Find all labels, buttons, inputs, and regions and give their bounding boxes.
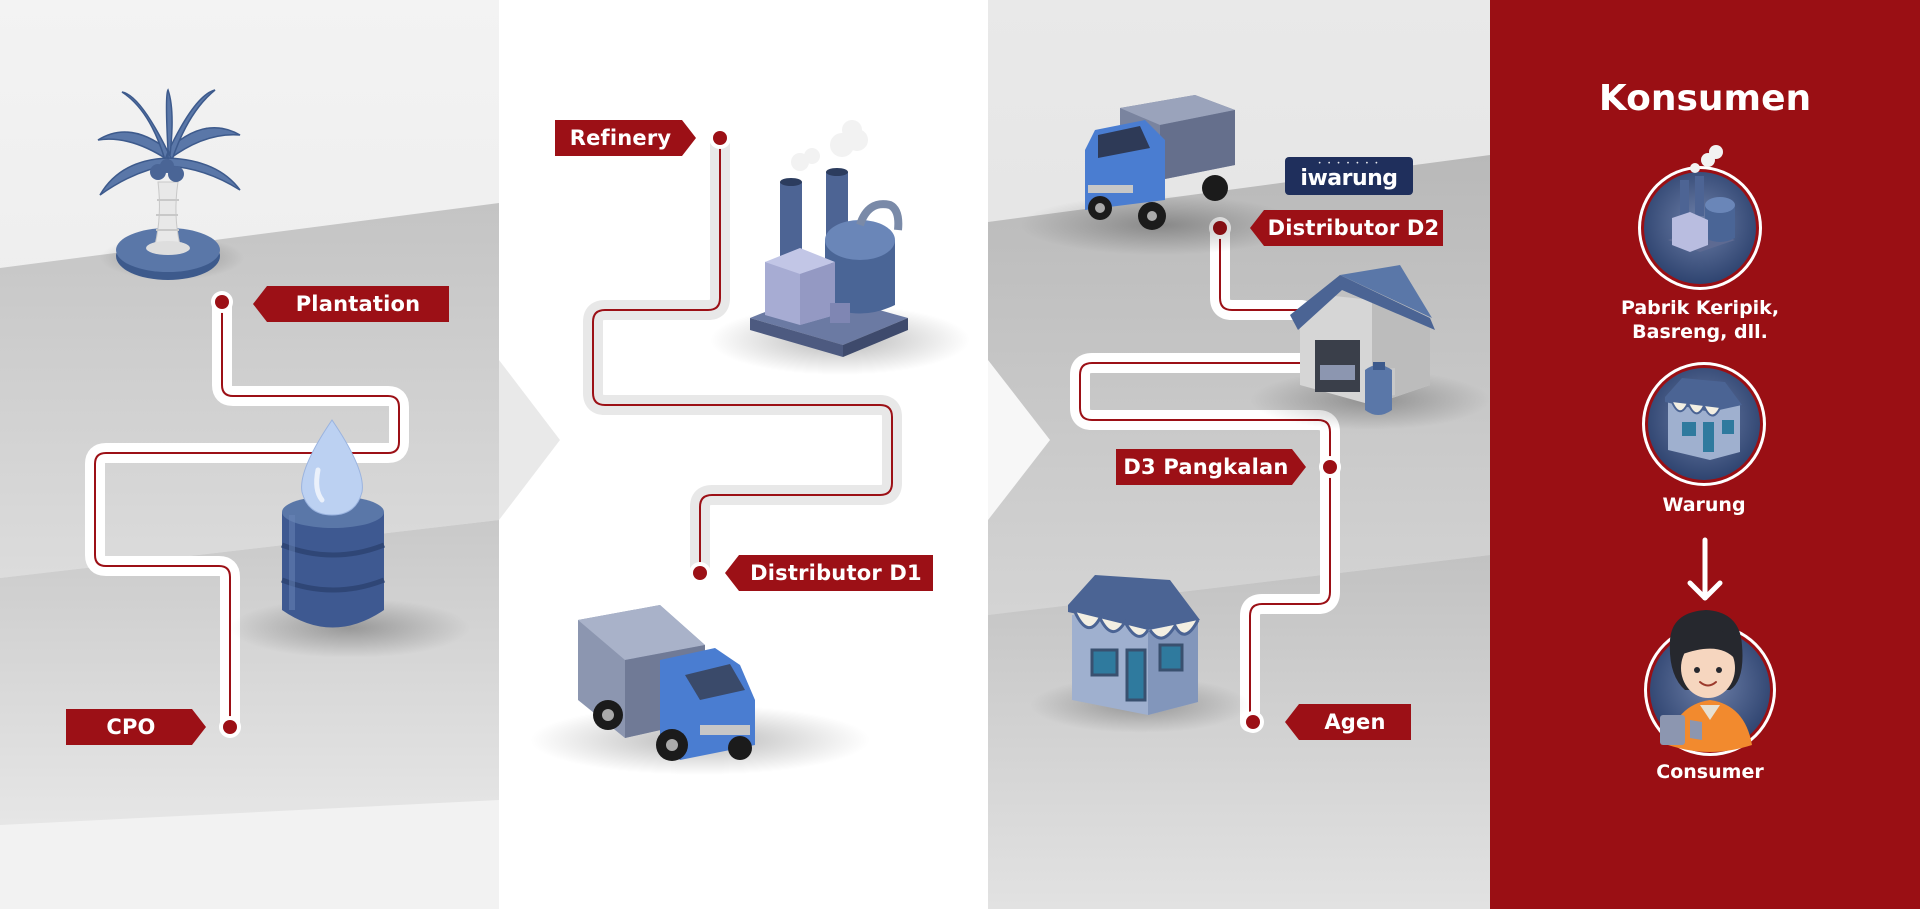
chevron-divider-2 — [988, 360, 1050, 520]
konsumen-label-consumer: Consumer — [1656, 761, 1764, 783]
stage-tag-d3-pangkalan: D3 Pangkalan — [1116, 449, 1306, 485]
konsumen-circle-factory — [1638, 145, 1762, 290]
konsumen-title: Konsumen — [1598, 78, 1812, 119]
truck-icon-d1 — [530, 605, 870, 775]
palm-tree-icon — [97, 88, 244, 280]
stage-tag-plantation: Plantation — [253, 286, 449, 322]
dot-distributor-d1 — [689, 562, 711, 584]
dot-cpo — [219, 716, 241, 738]
stage-tag-distributor-d2: Distributor D2 — [1250, 210, 1443, 246]
shop-icon — [1665, 378, 1742, 460]
shop-icon-agen — [1030, 575, 1250, 733]
iwarung-logo: • • • • • • • iwarung — [1285, 157, 1413, 195]
arrow-down-icon — [1687, 537, 1723, 601]
dot-d3-pangkalan — [1319, 456, 1341, 478]
factory-icon — [710, 120, 970, 375]
stage-tag-cpo: CPO — [66, 709, 206, 745]
oil-barrel-icon — [230, 419, 470, 658]
konsumen-circle-warung — [1642, 362, 1766, 486]
route-panel-2 — [583, 128, 902, 583]
konsumen-label-pabrik: Pabrik Keripik, Basreng, dll. — [1620, 297, 1780, 343]
factory-icon — [1668, 145, 1735, 252]
warehouse-icon — [1250, 265, 1490, 430]
konsumen-label-warung: Warung — [1662, 494, 1746, 516]
truck-icon-d2 — [1020, 95, 1300, 255]
dot-refinery — [709, 127, 731, 149]
konsumen-circle-consumer — [1644, 610, 1776, 756]
stage-tag-agen: Agen — [1285, 704, 1411, 740]
person-icon — [1660, 610, 1752, 752]
dot-agen — [1242, 711, 1264, 733]
dot-plantation — [211, 291, 233, 313]
stage-tag-distributor-d1: Distributor D1 — [725, 555, 933, 591]
stage-tag-refinery: Refinery — [555, 120, 696, 156]
chevron-divider-1 — [499, 360, 560, 520]
route-panel-1 — [85, 292, 409, 737]
